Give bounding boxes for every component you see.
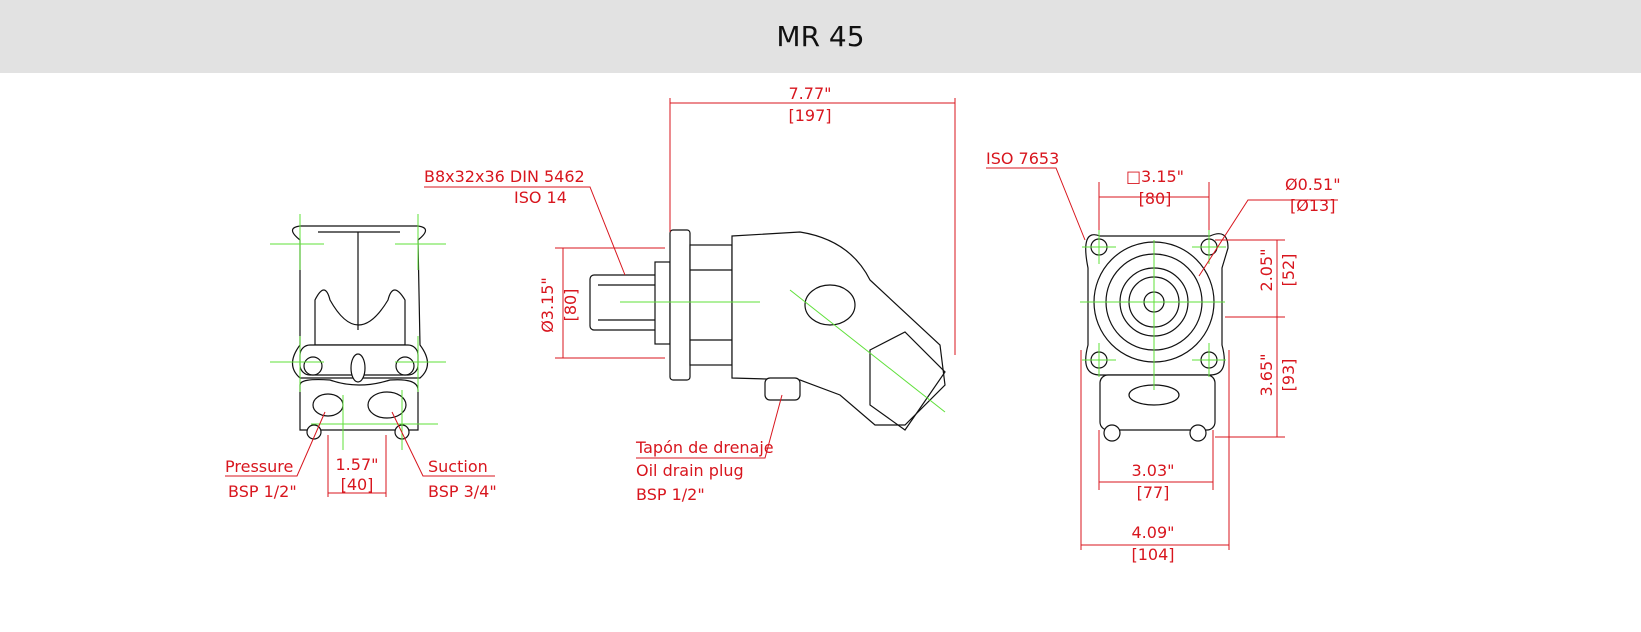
side-view: 7.77" [197] B8x32x36 DIN 5462 ISO 14 Ø3.… bbox=[424, 84, 956, 504]
upper-height-in: 2.05" bbox=[1257, 249, 1276, 292]
port-spacing-mm: [40] bbox=[341, 475, 374, 494]
pilot-diameter-mm: [80] bbox=[561, 289, 580, 322]
port-spacing-in: 1.57" bbox=[336, 455, 379, 474]
pressure-thread: BSP 1/2" bbox=[228, 482, 297, 501]
drain-thread: BSP 1/2" bbox=[636, 485, 705, 504]
bolt-square-mm: [80] bbox=[1139, 189, 1172, 208]
length-in: 7.77" bbox=[789, 84, 832, 103]
front-view: ISO 7653 □3.15" [80] Ø0.51" [Ø13] 2.05" … bbox=[986, 149, 1341, 564]
lower-height-in: 3.65" bbox=[1257, 354, 1276, 397]
flange-width-in: 4.09" bbox=[1132, 523, 1175, 542]
drain-label-en: Oil drain plug bbox=[636, 461, 744, 480]
upper-height-mm: [52] bbox=[1279, 254, 1298, 287]
rear-view: Pressure BSP 1/2" Suction BSP 3/4" 1.57"… bbox=[225, 214, 497, 501]
shaft-standard: ISO 14 bbox=[514, 188, 567, 207]
drain-label-es: Tapón de drenaje bbox=[635, 438, 774, 457]
lower-height-mm: [93] bbox=[1279, 359, 1298, 392]
hole-diameter-mm: [Ø13] bbox=[1290, 196, 1335, 215]
flange-width-mm: [104] bbox=[1131, 545, 1174, 564]
pilot-diameter-in: Ø3.15" bbox=[538, 277, 557, 333]
length-mm: [197] bbox=[788, 106, 831, 125]
suction-thread: BSP 3/4" bbox=[428, 482, 497, 501]
shaft-spec: B8x32x36 DIN 5462 bbox=[424, 167, 585, 186]
suction-label: Suction bbox=[428, 457, 488, 476]
page-title: MR 45 bbox=[776, 20, 865, 53]
body-width-mm: [77] bbox=[1137, 483, 1170, 502]
pressure-label: Pressure bbox=[225, 457, 293, 476]
flange-standard: ISO 7653 bbox=[986, 149, 1059, 168]
title-bar: MR 45 bbox=[0, 0, 1641, 73]
technical-drawing: Pressure BSP 1/2" Suction BSP 3/4" 1.57"… bbox=[225, 84, 1341, 564]
hole-diameter-in: Ø0.51" bbox=[1285, 175, 1341, 194]
bolt-square-in: □3.15" bbox=[1126, 167, 1184, 186]
body-width-in: 3.03" bbox=[1132, 461, 1175, 480]
